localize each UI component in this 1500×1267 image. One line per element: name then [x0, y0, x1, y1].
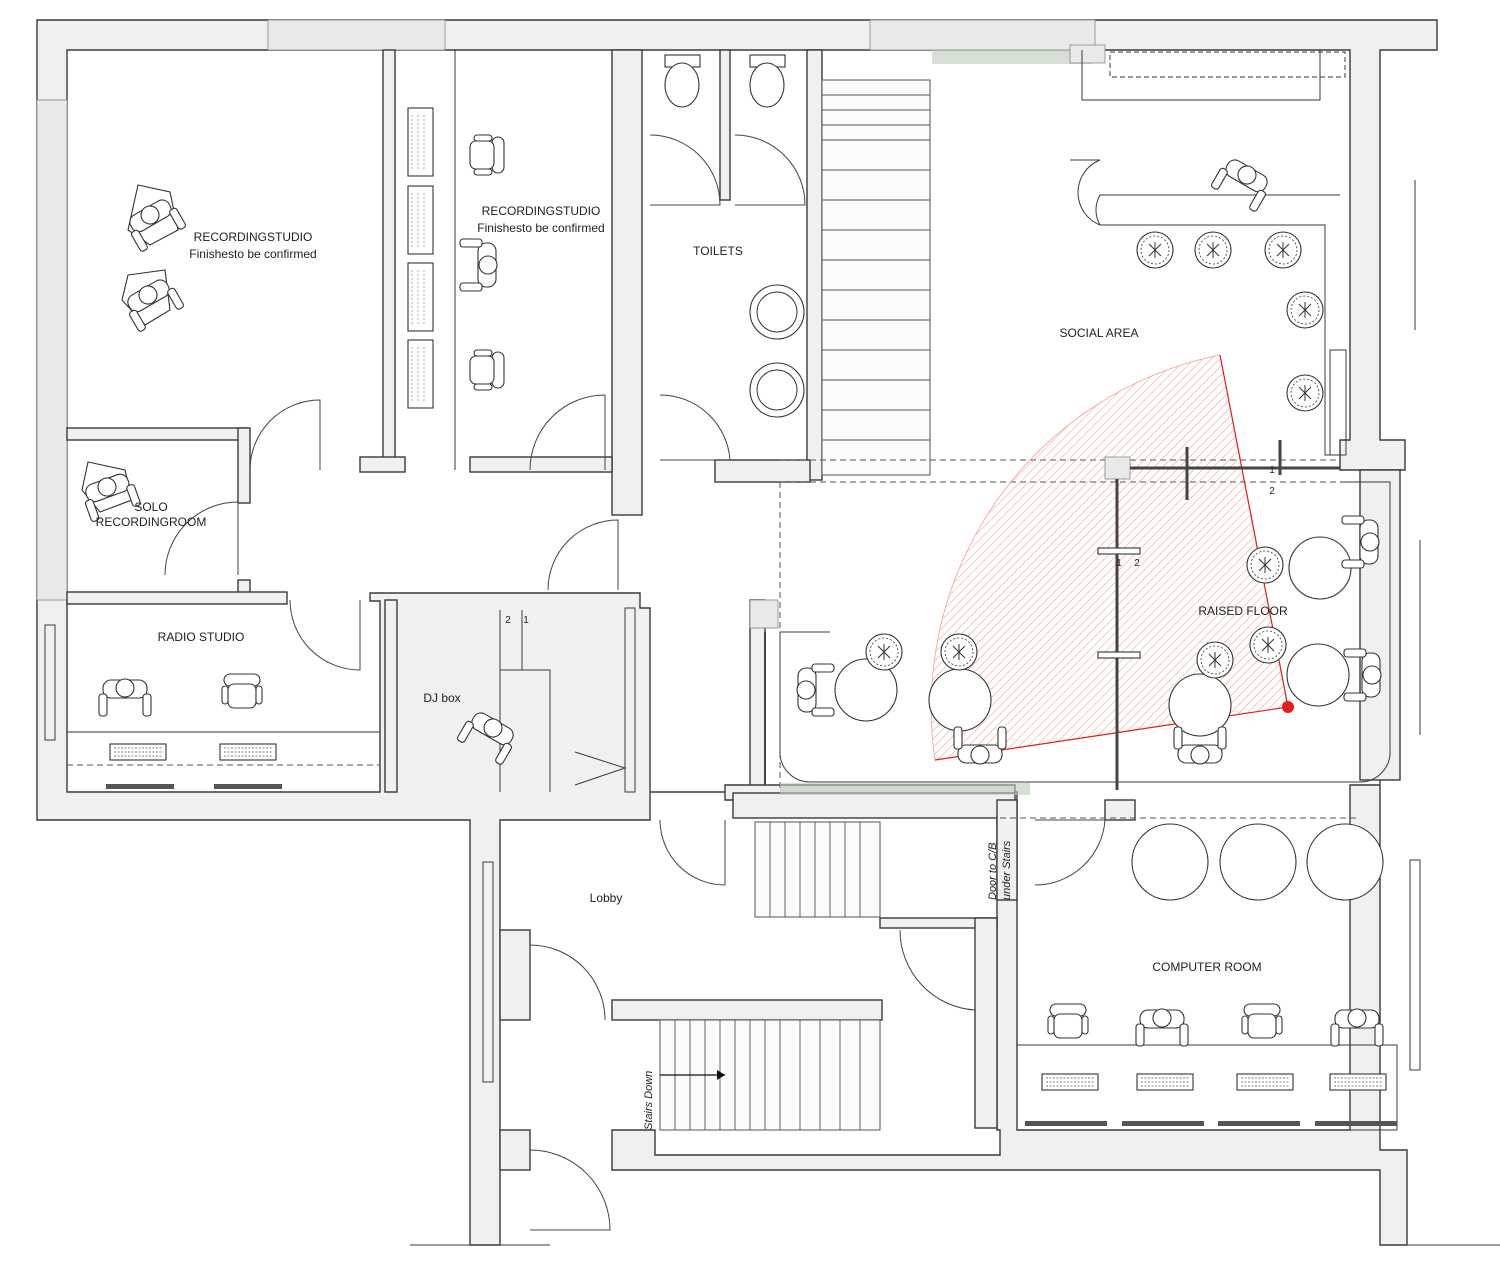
section-mark-2: 2 — [1134, 558, 1140, 569]
section-mark-1: 1 — [1116, 558, 1122, 569]
chair-icon — [221, 673, 263, 709]
computer-room: COMPUTER ROOM — [1016, 823, 1421, 1131]
social-area-title: SOCIAL AREA — [1060, 326, 1139, 340]
camera-viewpoint-icon — [1282, 701, 1294, 713]
stool-icon — [865, 633, 903, 671]
person-icon — [796, 663, 835, 717]
stool-icon — [1249, 626, 1287, 664]
round-table-icon — [928, 668, 992, 732]
recording-studio-2: RECORDINGSTUDIO Finishesto be confirmed — [407, 50, 605, 470]
sink-icon — [749, 284, 805, 340]
toilet-icon — [664, 62, 700, 108]
recording-studio-2-title: RECORDINGSTUDIO — [482, 204, 601, 218]
round-table-icon — [1288, 536, 1352, 600]
stool-icon — [1194, 231, 1232, 269]
planting — [932, 50, 1092, 64]
round-table-icon — [834, 658, 898, 722]
stairs-down-label: Stairs Down — [643, 1071, 655, 1130]
keyboard-icon — [1236, 1073, 1294, 1091]
round-table-icon — [1168, 673, 1232, 737]
dj-box: 2 1 DJ box — [423, 607, 636, 793]
chair-icon — [469, 349, 505, 391]
stool-icon — [1246, 546, 1284, 584]
person-icon — [1135, 1008, 1189, 1047]
walls — [36, 19, 1438, 1246]
radio-studio-title: RADIO STUDIO — [158, 630, 245, 644]
stool-icon — [1196, 641, 1234, 679]
person-icon — [459, 238, 498, 292]
stool-icon — [1264, 231, 1302, 269]
lobby: Lobby Door to C/B under Stairs — [482, 840, 1013, 1083]
solo-recording-room: SOLO RECORDINGROOM — [78, 461, 207, 529]
door-under-stairs-line2: under Stairs — [1001, 840, 1013, 900]
sink-icon — [749, 362, 805, 418]
keyboard-icon — [109, 743, 167, 761]
person-icon — [1343, 648, 1382, 702]
section-mark-2: 2 — [505, 615, 511, 626]
radio-studio: RADIO STUDIO — [44, 624, 380, 789]
chair-icon — [469, 134, 505, 176]
doors — [164, 134, 1421, 1231]
computer-room-title: COMPUTER ROOM — [1152, 960, 1261, 974]
keyboard-icon — [1329, 1073, 1387, 1091]
toilets-title: TOILETS — [693, 244, 743, 258]
person-icon — [1209, 153, 1275, 213]
door-under-stairs-line1: Door to C/B — [987, 843, 999, 900]
section-mark-1: 1 — [523, 615, 529, 626]
stool-icon — [1136, 231, 1174, 269]
recording-studio-1-note: Finishesto be confirmed — [189, 247, 316, 261]
keyboard-icon — [219, 743, 277, 761]
toilet-icon — [749, 62, 785, 108]
solo-room-title-line2: RECORDINGROOM — [96, 515, 207, 529]
keyboard-icon — [1041, 1073, 1099, 1091]
stool-icon — [1286, 374, 1324, 412]
stool-icon — [940, 633, 978, 671]
section-mark-1: 1 — [1269, 465, 1275, 476]
chair-icon — [1241, 1003, 1283, 1039]
person-icon — [1341, 515, 1380, 569]
dj-box-title: DJ box — [423, 691, 460, 705]
recording-studio-2-note: Finishesto be confirmed — [477, 221, 604, 235]
raised-floor-title: RAISED FLOOR — [1198, 604, 1288, 618]
lobby-title: Lobby — [590, 891, 623, 905]
toilets: TOILETS — [664, 54, 805, 418]
section-mark-2: 2 — [1269, 486, 1275, 497]
social-area: SOCIAL AREA — [932, 44, 1347, 456]
raised-floor: 1 2 1 2 RAISED FLOOR — [749, 440, 1391, 795]
recording-studio-1-title: RECORDINGSTUDIO — [194, 230, 313, 244]
recording-studio-1: RECORDINGSTUDIO Finishesto be confirmed — [120, 184, 317, 333]
chair-icon — [1047, 1003, 1089, 1039]
stool-icon — [1286, 291, 1324, 329]
keyboard-icon — [1136, 1073, 1194, 1091]
round-table-icon — [1286, 643, 1350, 707]
person-icon — [98, 678, 152, 717]
stairs: Stairs Down — [643, 79, 931, 1131]
solo-room-title-line1: SOLO — [134, 500, 167, 514]
